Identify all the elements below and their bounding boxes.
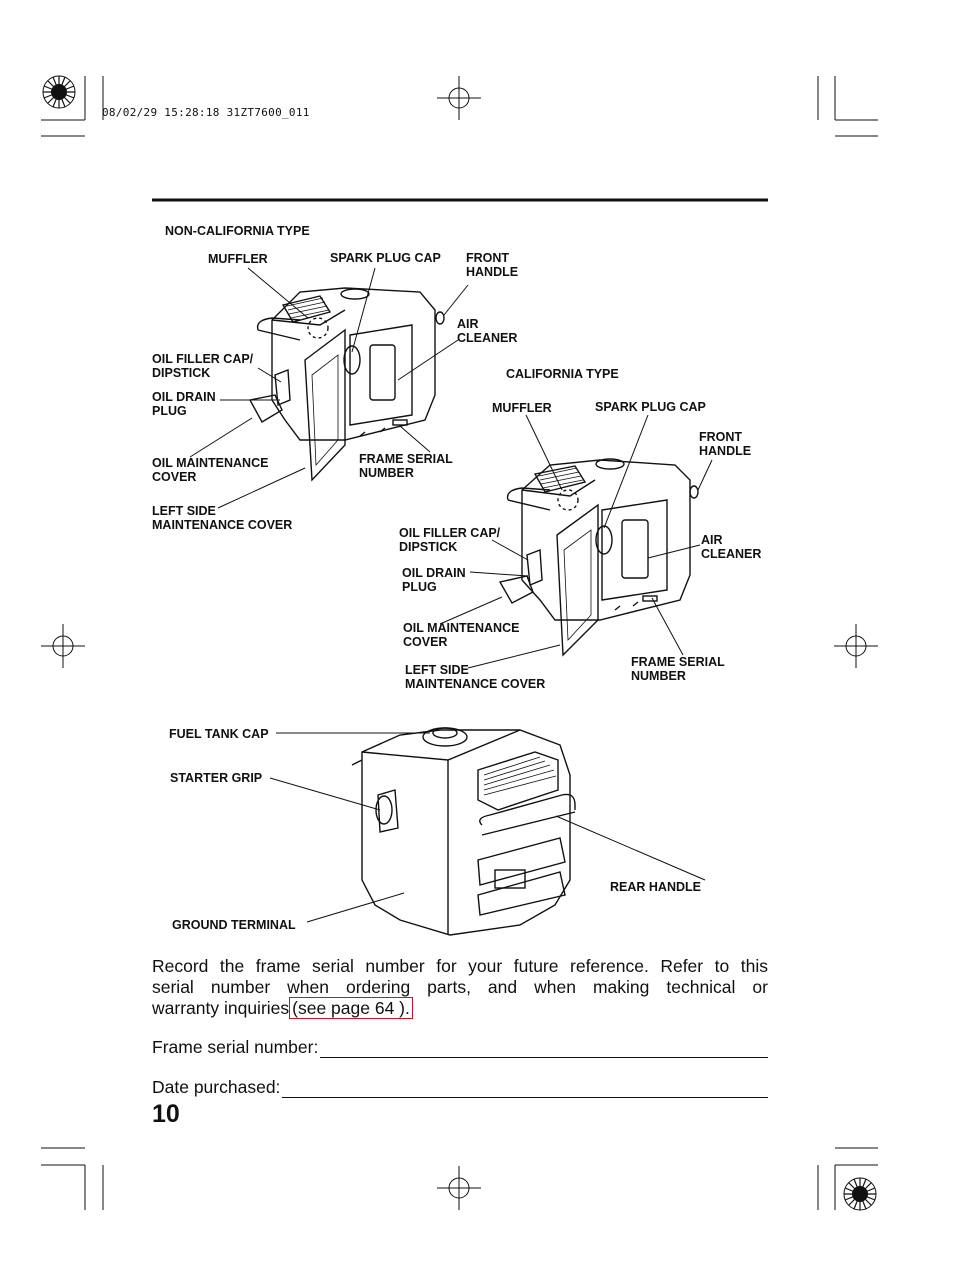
leader-lines <box>189 267 713 923</box>
label-ground-terminal: GROUND TERMINAL <box>172 918 296 932</box>
instructions-text: warranty inquiries <box>152 998 290 1018</box>
section-label-non-california: NON-CALIFORNIA TYPE <box>165 224 310 238</box>
label-fuel-tank-cap: FUEL TANK CAP <box>169 727 269 741</box>
frame-serial-number-blank <box>320 1039 768 1058</box>
page-number: 10 <box>152 1100 180 1128</box>
frame-serial-number-field: Frame serial number: <box>152 1037 768 1058</box>
label-spark-plug-cap: SPARK PLUG CAP <box>330 251 441 265</box>
starburst-target <box>42 75 877 1211</box>
label-muffler: MUFFLER <box>492 401 552 415</box>
date-purchased-blank <box>282 1079 768 1098</box>
frame-serial-number-label: Frame serial number: <box>152 1037 319 1057</box>
generator-illustration-california <box>498 458 699 657</box>
registration-crosshair <box>41 76 878 1210</box>
label-rear-handle: REAR HANDLE <box>610 880 701 894</box>
label-starter-grip: STARTER GRIP <box>170 771 263 785</box>
page-reference-link[interactable]: (see page 64 ). <box>289 997 413 1019</box>
label-muffler: MUFFLER <box>208 252 268 266</box>
print-timestamp: 08/02/29 15:28:18 31ZT7600_011 <box>102 106 310 119</box>
serial-number-instructions: Record the frame serial number for your … <box>152 956 768 1019</box>
label-oil-filler-cap: OIL FILLER CAP/DIPSTICK <box>399 526 501 554</box>
generator-illustration-non-california <box>248 287 445 482</box>
date-purchased-label: Date purchased: <box>152 1077 281 1097</box>
generator-illustration-rear-view <box>351 727 576 936</box>
label-spark-plug-cap: SPARK PLUG CAP <box>595 400 706 414</box>
section-label-california: CALIFORNIA TYPE <box>506 367 619 381</box>
date-purchased-field: Date purchased: <box>152 1077 768 1098</box>
label-oil-filler-cap: OIL FILLER CAP/DIPSTICK <box>152 352 254 380</box>
